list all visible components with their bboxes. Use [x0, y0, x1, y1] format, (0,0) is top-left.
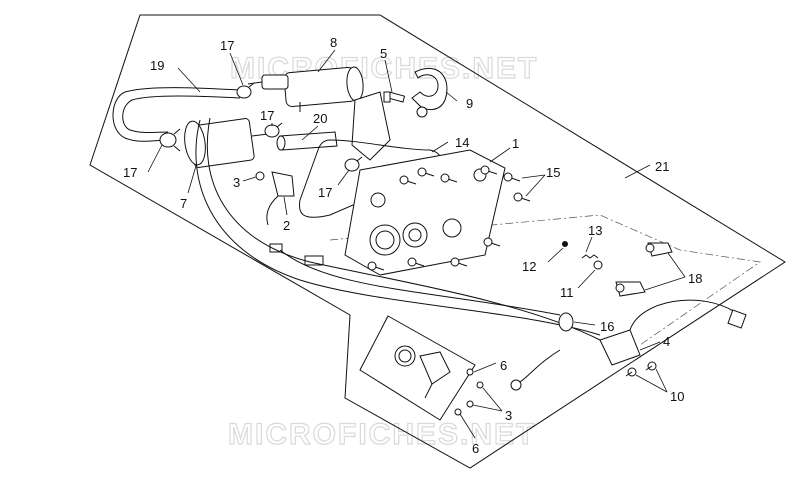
callout-4: 4: [663, 334, 670, 349]
screw-3-bottom-a: [476, 381, 484, 389]
fittings-18: [615, 242, 673, 297]
callout-17-top: 17: [220, 38, 234, 53]
callout-15: 15: [546, 165, 560, 180]
screws-15: [367, 165, 531, 271]
callout-21: 21: [655, 159, 669, 174]
callout-2: 2: [283, 218, 290, 233]
dash-dot-boundary: [329, 214, 761, 346]
callout-7: 7: [180, 196, 187, 211]
callout-3-bottom: 3: [505, 408, 512, 423]
clamp-17c: [264, 122, 283, 138]
callout-18: 18: [688, 271, 702, 286]
flange-plate: [344, 149, 506, 276]
callout-17-right: 17: [318, 185, 332, 200]
wiring-harness-3: [279, 249, 561, 316]
clamp-9: [411, 67, 448, 118]
callout-10: 10: [670, 389, 684, 404]
callout-16: 16: [600, 319, 614, 334]
spring-13: [581, 254, 599, 259]
callout-9: 9: [466, 96, 473, 111]
connector-b: [304, 255, 324, 266]
sensor-4: [599, 299, 747, 366]
clamp-17d: [344, 156, 363, 172]
ground-ring: [510, 379, 522, 391]
clamp-17a: [159, 128, 181, 152]
callout-6-top: 6: [500, 358, 507, 373]
regulator-inset-box: [359, 315, 476, 421]
callout-19: 19: [150, 58, 164, 73]
pressure-regulator: [394, 345, 451, 399]
wiring-harness: [195, 119, 601, 336]
screw-3-bottom-b: [466, 400, 474, 408]
ground-lead: [519, 349, 561, 383]
callout-6-bottom: 6: [472, 441, 479, 456]
hose-20: [276, 131, 338, 151]
leader-lines: [147, 49, 686, 439]
callout-1: 1: [512, 136, 519, 151]
screw-3-top: [255, 171, 265, 181]
wiring-harness-2: [206, 117, 601, 341]
screws-10: [625, 361, 657, 377]
callout-12: 12: [522, 259, 536, 274]
callout-11: 11: [560, 285, 574, 300]
callout-13: 13: [588, 223, 602, 238]
assembly-boundary: [89, 14, 786, 469]
callout-17-left: 17: [123, 165, 137, 180]
sensor-2: [266, 171, 295, 226]
washer-6-bottom: [454, 408, 462, 416]
oring-16: [558, 312, 574, 332]
callout-5: 5: [380, 46, 387, 61]
connector-a: [269, 243, 283, 253]
callout-8: 8: [330, 35, 337, 50]
callout-17-mid: 17: [260, 108, 274, 123]
clamp-17b: [236, 82, 255, 99]
callout-20: 20: [313, 111, 327, 126]
watermark-bottom: MICROFICHES.NET: [228, 418, 536, 451]
fuel-filter: [184, 118, 269, 168]
washer-11: [593, 260, 603, 270]
hose-19: [112, 87, 241, 142]
washer-6-top: [466, 368, 474, 376]
ball-12: [562, 241, 568, 247]
callout-3-top: 3: [233, 175, 240, 190]
callout-14: 14: [455, 135, 469, 150]
screw-5: [383, 91, 406, 103]
hose-19-inner: [122, 95, 241, 133]
